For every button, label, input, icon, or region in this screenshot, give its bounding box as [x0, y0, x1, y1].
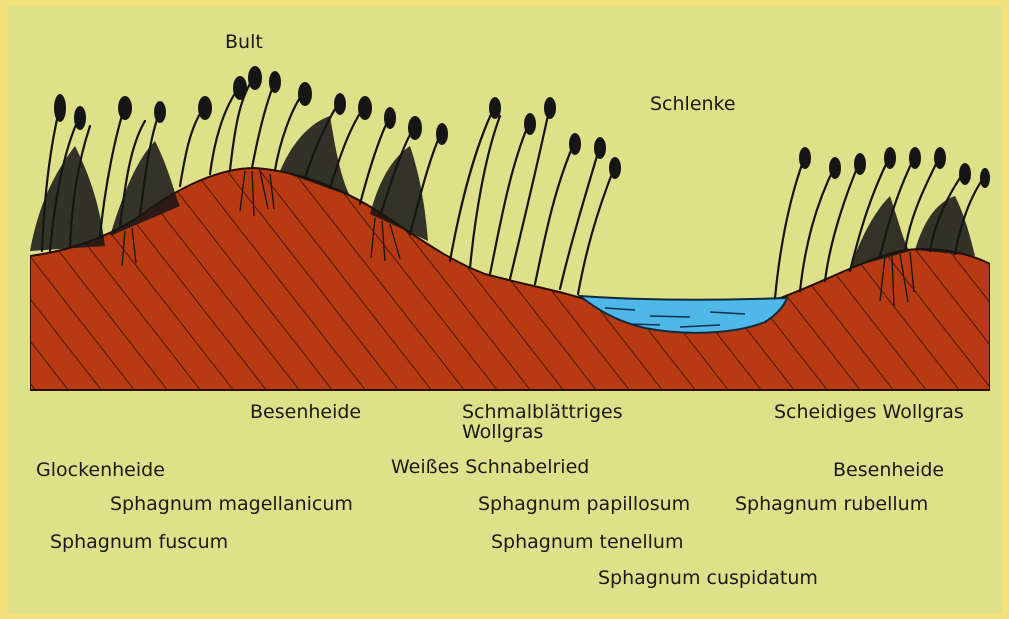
label-glockenheide: Glockenheide	[36, 460, 165, 480]
label-schmalblaettriges-line1: Schmalblättriges	[462, 402, 623, 422]
label-bult: Bult	[225, 32, 263, 52]
label-sphagnum-tenellum: Sphagnum tenellum	[491, 532, 683, 552]
label-besenheide-left: Besenheide	[250, 402, 361, 422]
label-sphagnum-fuscum: Sphagnum fuscum	[50, 532, 228, 552]
bog-cross-section	[30, 46, 990, 401]
label-weisses-schnabelried: Weißes Schnabelried	[391, 457, 589, 477]
label-sphagnum-magellanicum: Sphagnum magellanicum	[110, 494, 353, 514]
label-sphagnum-rubellum: Sphagnum rubellum	[735, 494, 928, 514]
label-sphagnum-cuspidatum: Sphagnum cuspidatum	[598, 568, 818, 588]
label-schlenke: Schlenke	[650, 94, 736, 114]
label-besenheide-right: Besenheide	[833, 460, 944, 480]
label-schmalblaettriges-line2: Wollgras	[462, 422, 543, 442]
diagram-panel: Bult Schlenke Besenheide Schmalblättrige…	[8, 6, 1002, 613]
label-scheidiges-wollgras: Scheidiges Wollgras	[774, 402, 964, 422]
label-sphagnum-papillosum: Sphagnum papillosum	[478, 494, 690, 514]
